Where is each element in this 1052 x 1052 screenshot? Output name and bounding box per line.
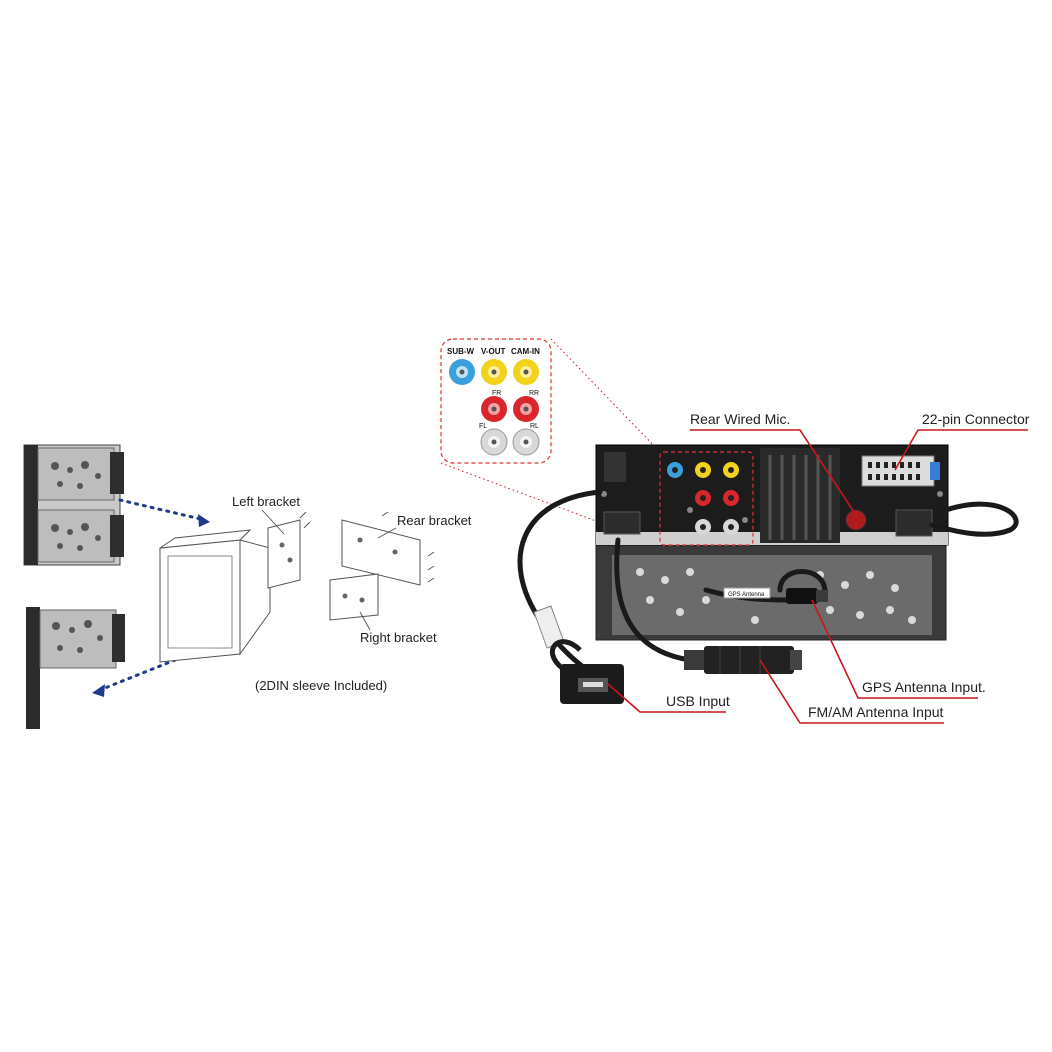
rca-jack-v-out	[481, 359, 507, 385]
rca-rr-label: RR	[529, 390, 539, 397]
rca-sub-w-label: SUB-W	[447, 347, 475, 356]
usb-input-callout	[607, 683, 726, 713]
rear-wired-mic-label: Rear Wired Mic.	[690, 411, 790, 427]
gps-antenna-input-label: GPS Antenna Input.	[862, 679, 986, 695]
rca-jack-fr	[481, 396, 507, 422]
rca-fr-label: FR	[492, 390, 501, 397]
rca-jack-rl	[512, 428, 540, 456]
head-unit-rear	[595, 444, 949, 641]
pin-connector-callout	[894, 429, 1028, 471]
rca-fl-label: FL	[479, 423, 487, 430]
rca-jack-sub-w	[449, 359, 475, 385]
rca-cluster-highlight	[659, 451, 754, 546]
fm-am-antenna-connector	[684, 646, 802, 674]
rca-jack-fl	[480, 428, 508, 456]
cable-fm-antenna	[614, 537, 693, 663]
cable-gps-loop	[777, 569, 828, 595]
cable-gps	[703, 587, 793, 603]
rca-rl-label: RL	[530, 423, 539, 430]
usb-connector	[533, 605, 624, 704]
sleeve-line-drawing	[159, 511, 435, 663]
fm-am-antenna-input-callout	[759, 659, 944, 724]
fm-am-antenna-input-label: FM/AM Antenna Input	[808, 704, 944, 720]
sleeve-note: (2DIN sleeve Included)	[255, 678, 387, 693]
arrow-head-right	[198, 514, 210, 527]
single-din-unit	[26, 607, 125, 729]
arrow-head-left	[92, 684, 105, 697]
pin-connector-label: 22-pin Connector	[922, 411, 1030, 427]
zoom-guide-top	[550, 338, 661, 453]
rca-jack-rr	[513, 396, 539, 422]
cable-right-harness	[929, 501, 1019, 537]
double-din-unit	[23, 444, 124, 566]
rca-cam-in-label: CAM-IN	[511, 347, 540, 356]
rca-zoom-panel	[440, 338, 552, 464]
rear-mic-jack	[845, 509, 867, 531]
rear-bracket-label: Rear bracket	[397, 513, 472, 528]
gps-antenna-tag-text: GPS Antenna	[728, 592, 765, 598]
rca-jack-cam-in	[513, 359, 539, 385]
usb-input-label: USB Input	[666, 693, 730, 709]
cable-left-harness	[517, 489, 603, 675]
head-unit-rca-cluster	[667, 462, 739, 535]
right-bracket-label: Right bracket	[360, 630, 437, 645]
gps-connector	[786, 588, 828, 604]
rear-wired-mic-callout	[690, 429, 855, 513]
gps-antenna-input-callout	[811, 599, 978, 699]
left-bracket-label: Left bracket	[232, 494, 300, 509]
rca-v-out-label: V-OUT	[481, 347, 506, 356]
arrow-to-sleeve	[118, 498, 207, 522]
gps-antenna-tag	[723, 587, 771, 599]
